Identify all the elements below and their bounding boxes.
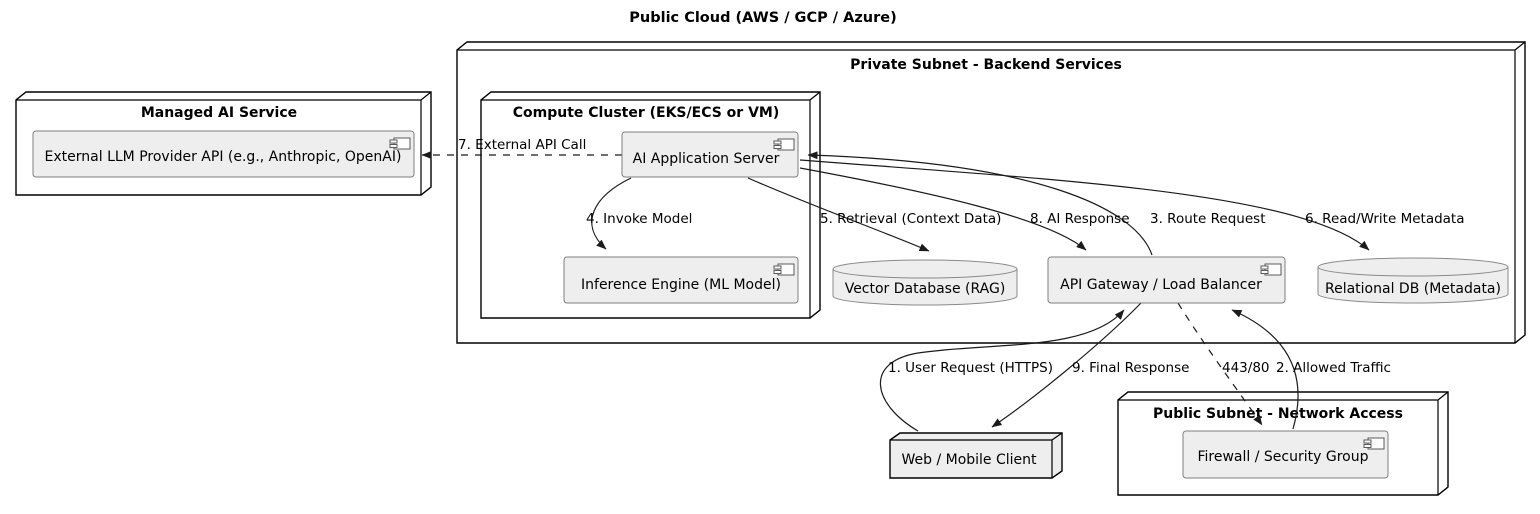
edge-8-ai-response	[799, 167, 1087, 251]
inference-engine-label: Inference Engine (ML Model)	[581, 277, 781, 293]
api-gateway-box	[1047, 256, 1286, 304]
component-icon	[773, 263, 795, 276]
web-client-box-edges	[890, 432, 1063, 478]
ai-app-server-box	[621, 131, 799, 178]
label-user-request: 1. User Request (HTTPS)	[888, 360, 1053, 376]
edge-4-invoke-model	[591, 177, 632, 250]
component-icon	[1363, 437, 1385, 450]
external-llm-box	[32, 130, 415, 178]
node-web-mobile-client: Web / Mobile Client	[889, 432, 1063, 479]
vector-db-label: Vector Database (RAG)	[845, 281, 1006, 297]
label-external-api-call: 7. External API Call	[458, 137, 586, 153]
inference-engine-box	[563, 256, 799, 304]
managed-ai-title: Managed AI Service	[141, 105, 297, 121]
component-icon	[773, 138, 795, 151]
edge-1-user-request	[879, 309, 1125, 432]
diagram-title: Public Cloud (AWS / GCP / Azure)	[629, 10, 896, 26]
edge-9-final-response	[991, 302, 1142, 428]
component-icon	[389, 137, 411, 150]
component-api-gateway: API Gateway / Load Balancer	[1047, 256, 1286, 304]
edge-2-allowed-traffic	[1231, 309, 1299, 430]
compute-cluster-box-edges	[481, 91, 821, 318]
managed-ai-box-edges	[16, 91, 432, 195]
edge-3-route-request	[807, 151, 1153, 256]
component-ai-app-server: AI Application Server	[621, 131, 799, 178]
private-subnet-box-edges	[457, 41, 1526, 343]
label-read-write-metadata: 6. Read/Write Metadata	[1305, 211, 1465, 227]
vector-db-top	[832, 259, 1018, 279]
relational-db-body	[1317, 266, 1509, 304]
private-subnet-title: Private Subnet - Backend Services	[850, 57, 1122, 73]
public-subnet-title: Public Subnet - Network Access	[1153, 406, 1403, 422]
edges	[421, 151, 1370, 432]
api-gateway-label: API Gateway / Load Balancer	[1060, 277, 1262, 293]
component-firewall: Firewall / Security Group	[1182, 430, 1389, 479]
database-vector-db: Vector Database (RAG)	[832, 259, 1018, 306]
edge-5-retrieval	[747, 177, 930, 252]
external-llm-label: External LLM Provider API (e.g., Anthrop…	[45, 149, 402, 165]
component-icon	[1260, 263, 1282, 276]
relational-db-top	[1317, 257, 1509, 277]
public-subnet-box-edges	[1118, 391, 1449, 495]
label-final-response: 9. Final Response	[1072, 360, 1189, 376]
label-port: 443/80	[1222, 360, 1270, 376]
relational-db-label: Relational DB (Metadata)	[1325, 281, 1501, 297]
label-invoke-model: 4. Invoke Model	[586, 211, 692, 227]
component-inference-engine: Inference Engine (ML Model)	[563, 256, 799, 304]
label-allowed-traffic: 2. Allowed Traffic	[1276, 360, 1391, 376]
database-relational-db: Relational DB (Metadata)	[1317, 257, 1509, 304]
component-external-llm: External LLM Provider API (e.g., Anthrop…	[32, 130, 415, 178]
compute-cluster-title: Compute Cluster (EKS/ECS or VM)	[513, 105, 780, 121]
edge-6-read-write-metadata	[799, 159, 1370, 251]
firewall-box	[1182, 430, 1389, 479]
edge-labels: 7. External API Call 4. Invoke Model 5. …	[458, 137, 1465, 376]
label-ai-response: 8. AI Response	[1030, 211, 1130, 227]
web-client-label: Web / Mobile Client	[901, 452, 1037, 468]
label-retrieval: 5. Retrieval (Context Data)	[820, 211, 1001, 227]
label-route-request: 3. Route Request	[1150, 211, 1266, 227]
vector-db-body	[832, 268, 1018, 306]
edge-443-80	[1177, 302, 1263, 426]
firewall-label: Firewall / Security Group	[1198, 449, 1369, 465]
ai-app-server-label: AI Application Server	[633, 151, 780, 167]
